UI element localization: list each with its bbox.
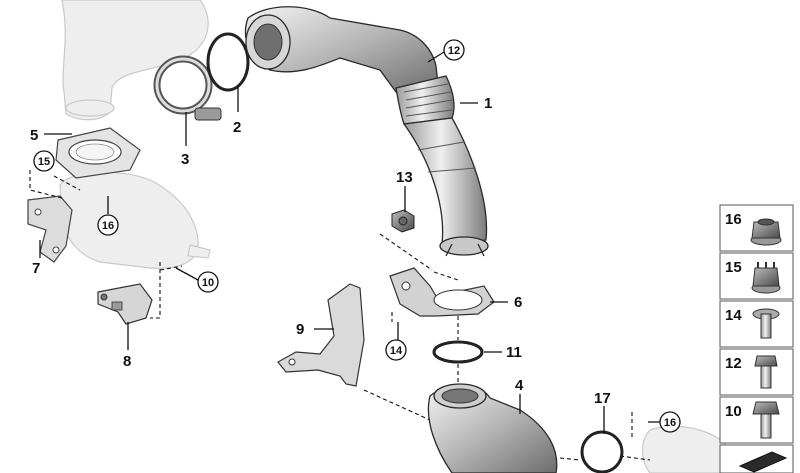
flange-nut-icon xyxy=(750,218,782,246)
callout-1: 1 xyxy=(484,95,492,112)
svg-text:10: 10 xyxy=(202,277,214,289)
part-1-catalytic-converter xyxy=(244,6,489,257)
ghost-downpipe-right xyxy=(641,425,731,473)
leader-lines xyxy=(39,51,660,434)
callout-11: 11 xyxy=(506,344,522,361)
circled-callout-16-left: 16 xyxy=(97,214,119,236)
legend-item-14: 14 xyxy=(719,300,794,348)
hex-screw-icon xyxy=(754,355,778,389)
circled-callout-12: 12 xyxy=(443,39,465,61)
callout-6: 6 xyxy=(514,294,522,311)
svg-text:14: 14 xyxy=(390,345,403,357)
svg-text:10: 10 xyxy=(725,403,742,420)
svg-text:15: 15 xyxy=(38,156,50,168)
shim-plate-icon xyxy=(738,451,788,473)
part-5-flange-gasket xyxy=(55,127,141,179)
castle-nut-icon xyxy=(751,262,781,294)
dashed-assembly-lines xyxy=(29,170,651,461)
svg-text:16: 16 xyxy=(664,417,676,429)
circled-callout-14: 14 xyxy=(385,339,407,361)
part-11-gasket-ring xyxy=(432,340,484,364)
callout-5: 5 xyxy=(30,127,38,144)
legend-item-shim xyxy=(719,444,794,473)
fastener-legend: 16 15 14 12 xyxy=(719,204,794,473)
collar-bolt-icon xyxy=(752,308,780,339)
part-3-v-band-clamp xyxy=(153,55,222,121)
legend-item-15: 15 xyxy=(719,252,794,300)
callout-17: 17 xyxy=(594,390,611,407)
circled-callout-15: 15 xyxy=(33,150,55,172)
legend-item-16: 16 xyxy=(719,204,794,252)
svg-text:14: 14 xyxy=(725,307,742,324)
part-2-gasket-ring xyxy=(206,32,250,92)
circled-callout-16-right: 16 xyxy=(659,411,681,433)
part-6-flange-bracket xyxy=(389,267,495,317)
circled-callout-10: 10 xyxy=(197,271,219,293)
ghost-turbo-pipe xyxy=(61,0,209,121)
legend-item-10: 10 xyxy=(719,396,794,444)
ghost-catalytic-converter-left xyxy=(59,171,211,269)
part-13-nut xyxy=(391,209,415,233)
callout-3: 3 xyxy=(181,151,189,168)
svg-text:12: 12 xyxy=(448,45,460,57)
hex-bolt-icon xyxy=(752,401,780,439)
legend-item-12: 12 xyxy=(719,348,794,396)
svg-text:16: 16 xyxy=(102,220,114,232)
callout-9: 9 xyxy=(296,321,304,338)
callout-13: 13 xyxy=(396,169,413,186)
svg-text:15: 15 xyxy=(725,259,742,276)
part-8-bracket xyxy=(97,283,153,325)
callout-7: 7 xyxy=(32,260,40,277)
part-9-bracket xyxy=(277,283,365,387)
callout-4: 4 xyxy=(515,377,524,394)
callout-8: 8 xyxy=(123,353,131,370)
part-7-bracket xyxy=(27,195,73,263)
part-4-catalytic-converter xyxy=(427,383,558,473)
callout-numbers: 1 2 3 4 5 6 7 8 9 11 13 17 xyxy=(30,95,611,407)
callout-2: 2 xyxy=(233,119,241,136)
svg-text:16: 16 xyxy=(725,211,742,228)
part-17-gasket-ring xyxy=(580,430,624,473)
circled-callouts: 12 15 16 10 14 16 xyxy=(33,39,681,433)
svg-text:12: 12 xyxy=(725,355,742,372)
